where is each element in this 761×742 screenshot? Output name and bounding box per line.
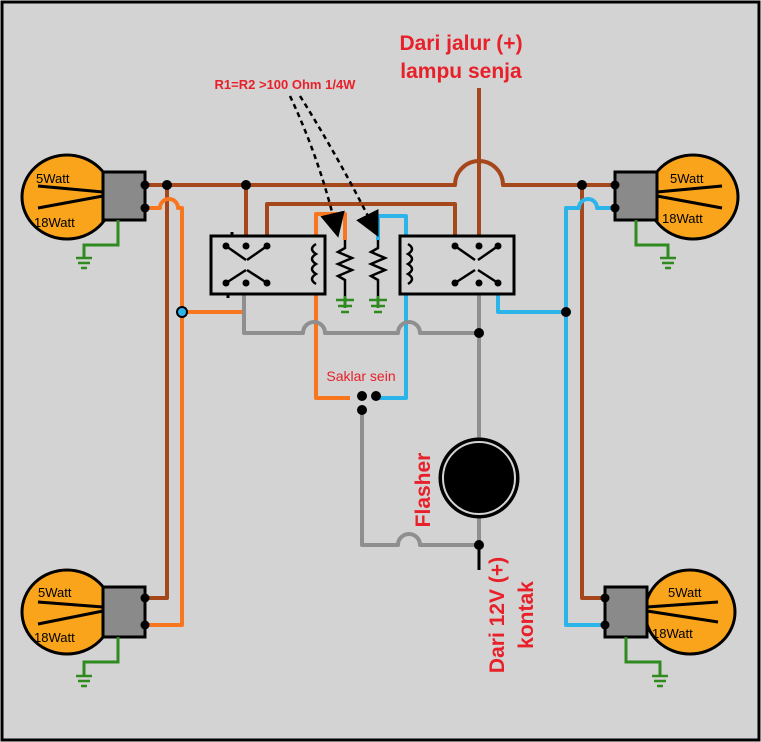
lamp-rear-left-high: 18Watt xyxy=(34,630,75,645)
lamp-front-left xyxy=(20,153,150,270)
brown-wires xyxy=(145,88,612,600)
resistor-pointer-arrows xyxy=(288,95,379,238)
ground-r2 xyxy=(369,298,387,314)
resistor-note: R1=R2 >100 Ohm 1/4W xyxy=(215,77,357,92)
junction-dots xyxy=(162,180,587,550)
lamp-rear-right xyxy=(600,568,737,688)
lamp-rear-left-low: 5Watt xyxy=(38,585,72,600)
source-bottom-line2: kontak xyxy=(515,581,538,649)
lamp-front-left-high: 18Watt xyxy=(34,215,75,230)
lamp-front-right xyxy=(610,153,740,270)
switch-label: Saklar sein xyxy=(326,368,395,384)
flasher-unit xyxy=(438,437,520,519)
lamp-front-right-low: 5Watt xyxy=(670,171,704,186)
lamp-rear-right-high: 18Watt xyxy=(652,626,693,641)
lamp-front-left-low: 5Watt xyxy=(36,171,70,186)
source-bottom-line1: Dari 12V (+) xyxy=(486,557,509,673)
ground-r1 xyxy=(336,298,354,314)
gray-wires xyxy=(242,292,481,547)
lamp-rear-left xyxy=(20,568,150,688)
source-top-line2: lampu senja xyxy=(400,60,522,83)
flasher-label: Flasher xyxy=(412,453,435,528)
lamp-front-right-high: 18Watt xyxy=(662,211,703,226)
relay-left xyxy=(209,232,327,298)
lamp-rear-right-low: 5Watt xyxy=(668,585,702,600)
relay-right xyxy=(398,234,516,296)
source-top-line1: Dari jalur (+) xyxy=(399,32,522,55)
turn-switch xyxy=(357,391,381,415)
